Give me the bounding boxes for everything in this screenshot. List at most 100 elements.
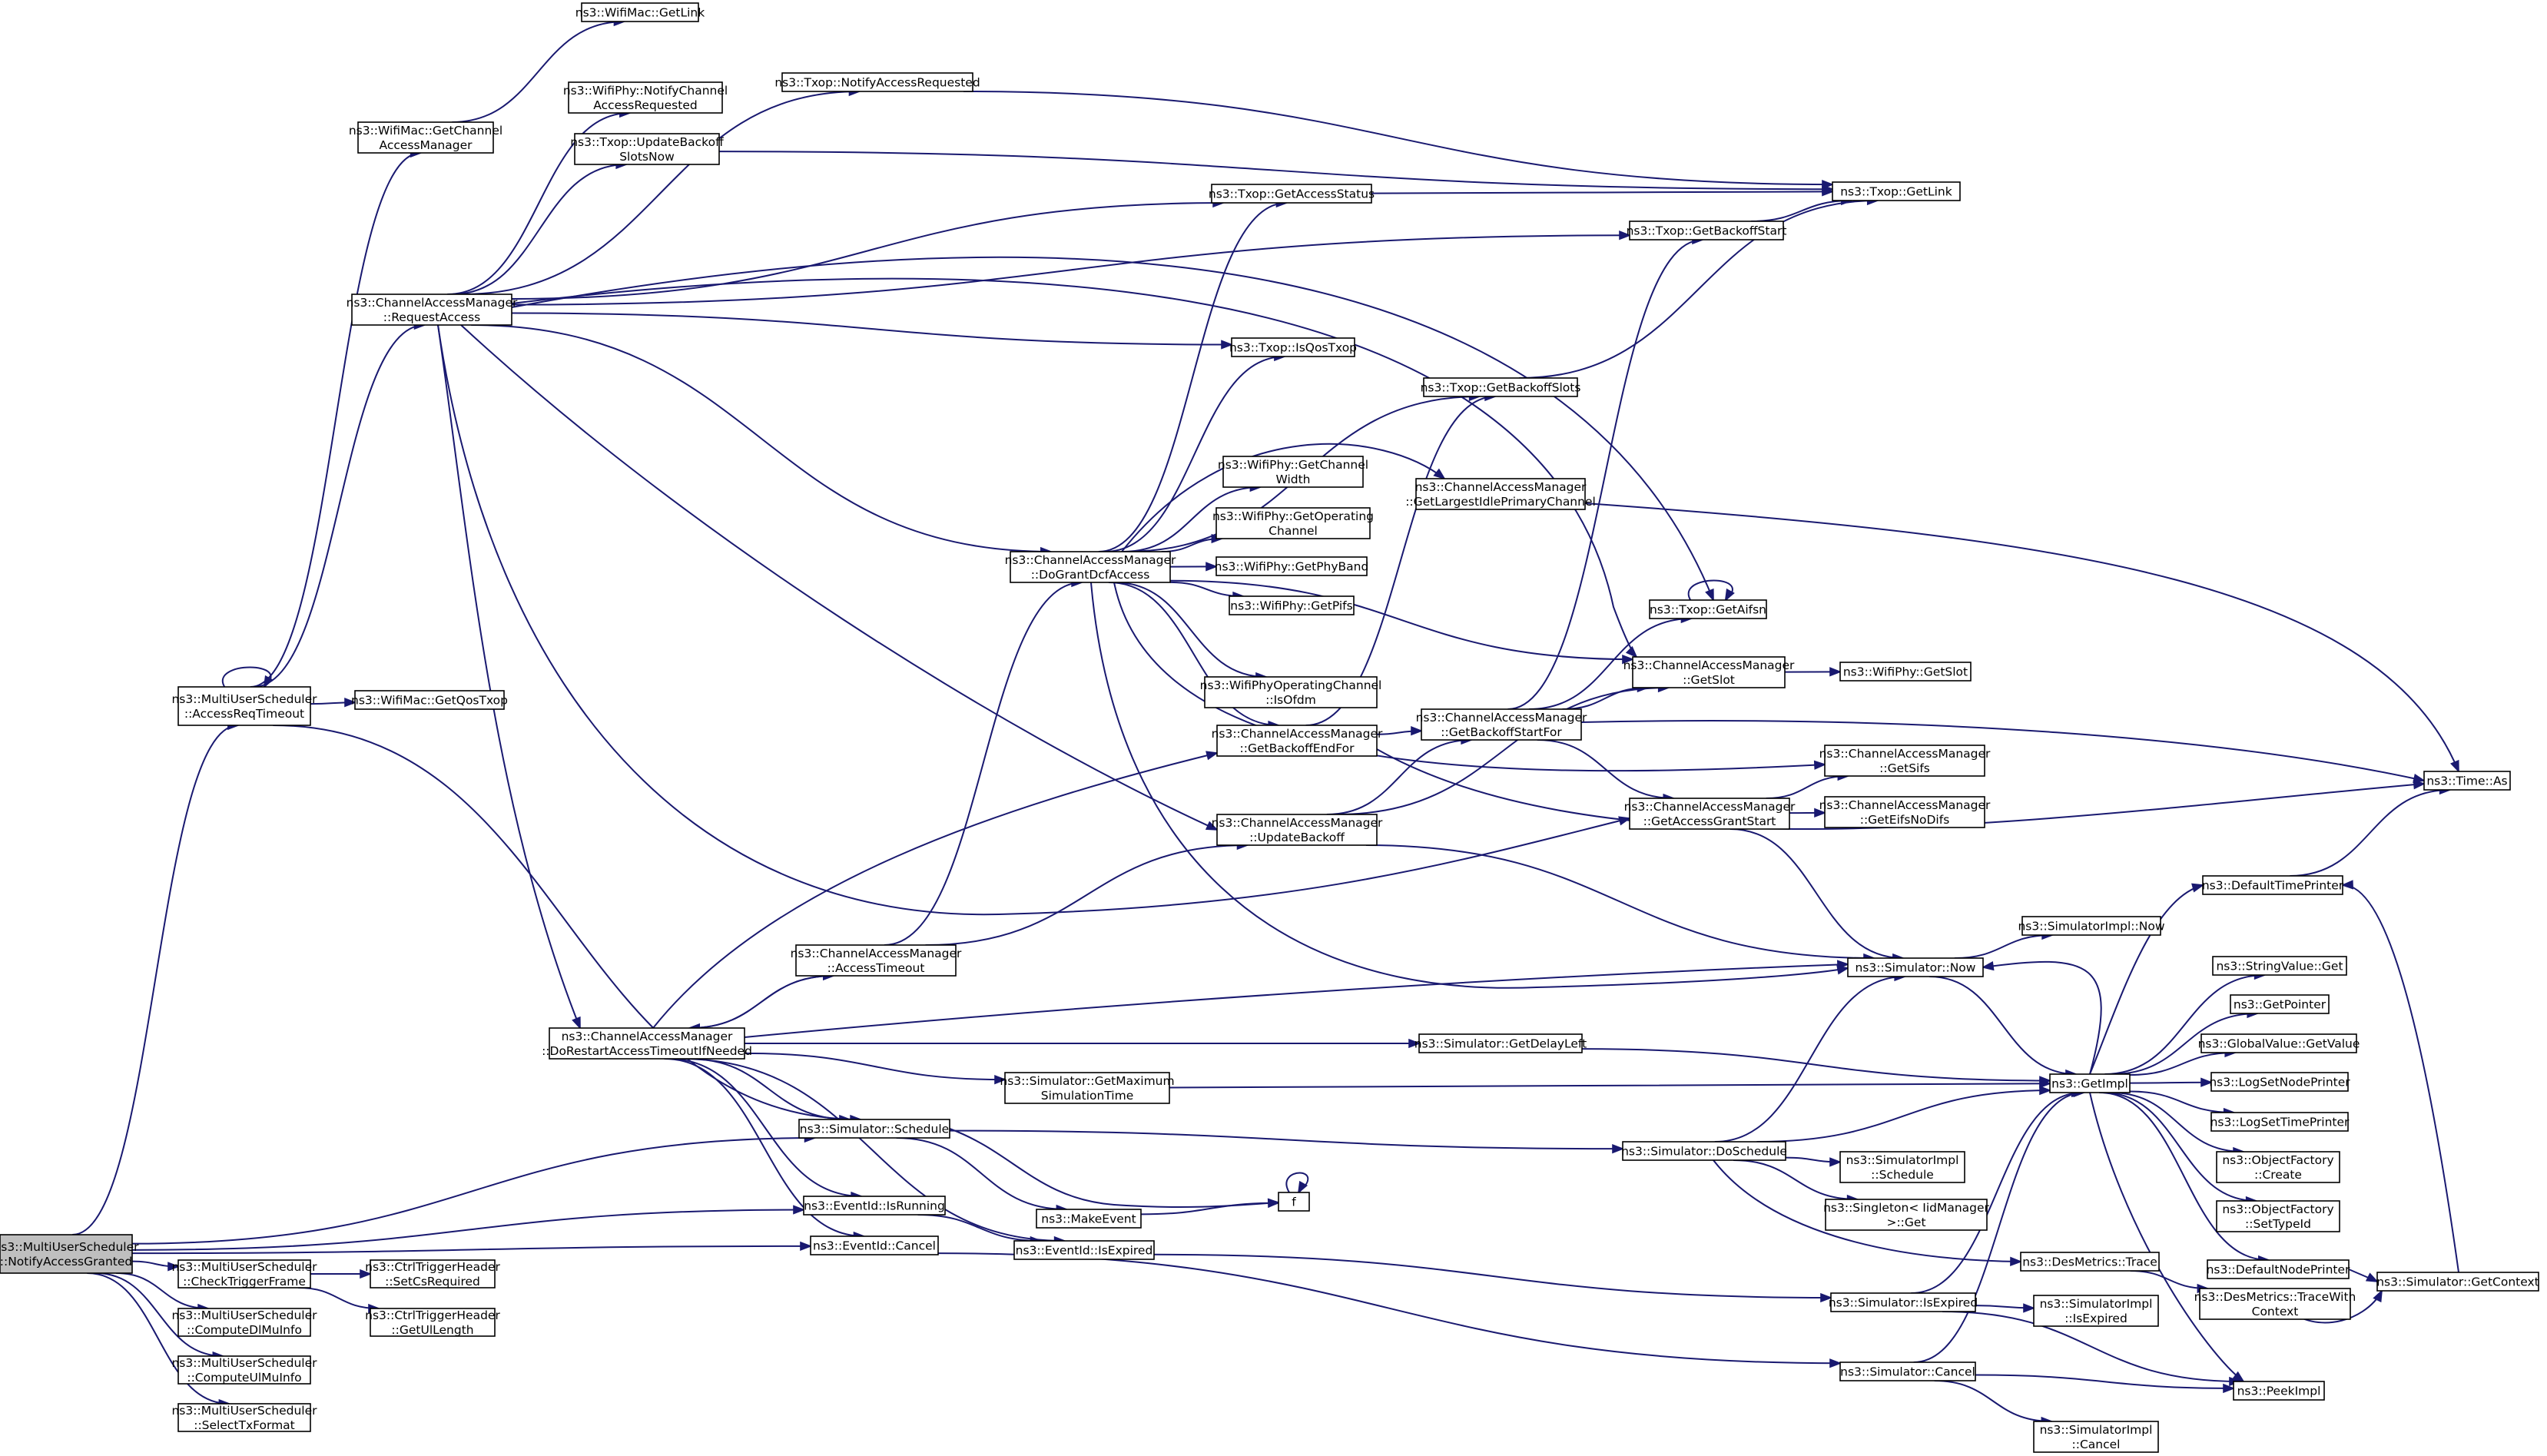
- node-getBackoffStartFor[interactable]: ns3::ChannelAccessManager::GetBackoffSta…: [1416, 708, 1587, 741]
- node-simulatorSchedule[interactable]: ns3::Simulator::Schedule: [798, 1119, 950, 1139]
- node-label-line: ns3::ObjectFactory: [2222, 1153, 2333, 1167]
- node-logSetNodePrinter[interactable]: ns3::LogSetNodePrinter: [2209, 1072, 2350, 1092]
- node-eventIdIsExpired[interactable]: ns3::EventId::IsExpired: [1013, 1240, 1155, 1260]
- node-doRestartAccessTimeoutIfNeeded[interactable]: ns3::ChannelAccessManager::DoRestartAcce…: [542, 1027, 752, 1060]
- node-desMetricsTrace[interactable]: ns3::DesMetrics::Trace: [2020, 1252, 2160, 1272]
- node-objectFactorySetTypeId[interactable]: ns3::ObjectFactory::SetTypeId: [2216, 1200, 2340, 1232]
- node-getUlLength[interactable]: ns3::CtrlTriggerHeader::GetUlLength: [365, 1308, 500, 1337]
- node-selectTxFormat[interactable]: ns3::MultiUserScheduler::SelectTxFormat: [171, 1403, 317, 1432]
- node-eventIdIsRunning[interactable]: ns3::EventId::IsRunning: [803, 1196, 946, 1216]
- node-getPhyBand[interactable]: ns3::WifiPhy::GetPhyBand: [1215, 556, 1369, 576]
- node-computeDlMuInfo[interactable]: ns3::MultiUserScheduler::ComputeDlMuInfo: [171, 1308, 317, 1337]
- node-box: [1847, 957, 1984, 977]
- node-eventIdCancel[interactable]: ns3::EventId::Cancel: [810, 1235, 939, 1255]
- node-getBackoffEndFor[interactable]: ns3::ChannelAccessManager::GetBackoffEnd…: [1212, 725, 1383, 757]
- node-getSlot[interactable]: ns3::ChannelAccessManager::GetSlot: [1623, 656, 1795, 688]
- node-label-line: ns3::MultiUserScheduler: [171, 1404, 317, 1418]
- node-simulatorImplCancel[interactable]: ns3::SimulatorImpl::Cancel: [2033, 1421, 2159, 1453]
- node-singletonGet[interactable]: ns3::Singleton< IidManager>::Get: [1823, 1199, 1990, 1231]
- node-label-line: ns3::MultiUserScheduler: [171, 1356, 317, 1370]
- node-getDelayLeft[interactable]: ns3::Simulator::GetDelayLeft: [1414, 1033, 1587, 1053]
- node-txopGetLink[interactable]: ns3::Txop::GetLink: [1832, 181, 1961, 201]
- node-getImpl[interactable]: ns3::GetImpl: [2049, 1073, 2131, 1093]
- edge-getAccessGrantStart-to-simulatorNow: [1730, 828, 1905, 963]
- node-box: [177, 1355, 311, 1385]
- node-simulatorGetContext[interactable]: ns3::Simulator::GetContext: [2376, 1272, 2539, 1292]
- node-checkTriggerFrame[interactable]: ns3::MultiUserScheduler::CheckTriggerFra…: [171, 1259, 317, 1289]
- node-label-line: Width: [1275, 473, 1310, 486]
- node-getEifsNoDifs[interactable]: ns3::ChannelAccessManager::GetEifsNoDifs: [1819, 796, 1991, 828]
- node-logSetTimePrinter[interactable]: ns3::LogSetTimePrinter: [2210, 1112, 2350, 1132]
- edge-doGrantDcfAccess-to-getPhyBand: [1169, 562, 1219, 572]
- node-timeAs[interactable]: ns3::Time::As: [2423, 771, 2511, 791]
- node-isOfdm[interactable]: ns3::WifiPhyOperatingChannel::IsOfdm: [1200, 676, 1382, 708]
- node-doSchedule[interactable]: ns3::Simulator::DoSchedule: [1621, 1141, 1787, 1161]
- node-defaultTimePrinter[interactable]: ns3::DefaultTimePrinter: [2202, 875, 2344, 895]
- node-label-line: ns3::ChannelAccessManager: [791, 947, 962, 960]
- node-notifyAccessRequested[interactable]: ns3::Txop::NotifyAccessRequested: [774, 72, 980, 92]
- node-simulatorImplSchedule[interactable]: ns3::SimulatorImpl::Schedule: [1839, 1151, 1965, 1183]
- node-box: [1216, 725, 1378, 757]
- node-getLargestIdlePrimaryChannel[interactable]: ns3::ChannelAccessManager::GetLargestIdl…: [1405, 478, 1596, 510]
- node-getAccessStatus[interactable]: ns3::Txop::GetAccessStatus: [1209, 184, 1375, 204]
- node-getSifs[interactable]: ns3::ChannelAccessManager::GetSifs: [1819, 745, 1991, 777]
- edge-doGrantDcfAccess-to-simulatorNow: [1090, 582, 1850, 989]
- node-getAccessGrantStart[interactable]: ns3::ChannelAccessManager::GetAccessGran…: [1624, 798, 1796, 830]
- node-requestAccess[interactable]: ns3::ChannelAccessManager::RequestAccess: [347, 294, 518, 326]
- node-label-line: ns3::WifiPhy::GetPhyBand: [1215, 560, 1369, 574]
- node-simulatorIsExpired[interactable]: ns3::Simulator::IsExpired: [1829, 1292, 1978, 1312]
- node-notifyChannelAccessRequested[interactable]: ns3::WifiPhy::NotifyChannelAccessRequest…: [563, 81, 728, 114]
- node-box: [2033, 1295, 2159, 1327]
- node-root[interactable]: ns3::MultiUserScheduler::NotifyAccessGra…: [0, 1234, 139, 1274]
- node-defaultNodePrinter[interactable]: ns3::DefaultNodePrinter: [2207, 1259, 2350, 1279]
- node-box: [2230, 994, 2330, 1014]
- node-getPifs[interactable]: ns3::WifiPhy::GetPifs: [1229, 595, 1355, 615]
- node-getQosTxop[interactable]: ns3::WifiMac::GetQosTxop: [351, 690, 508, 710]
- node-simulatorCancel[interactable]: ns3::Simulator::Cancel: [1839, 1361, 1976, 1381]
- edge-requestAccess-to-updateBackoffSlotsNow: [452, 159, 628, 295]
- node-label-line: ns3::ChannelAccessManager: [1819, 798, 1991, 812]
- edge-getBackoffStartFor-to-timeAs: [1580, 720, 2426, 784]
- node-label-line: ns3::CtrlTriggerHeader: [365, 1308, 500, 1322]
- node-label-line: ns3::EventId::IsRunning: [804, 1199, 945, 1213]
- node-f[interactable]: f: [1278, 1192, 1310, 1212]
- node-label-line: ::SetCsRequired: [385, 1275, 480, 1289]
- node-accessReqTimeout[interactable]: ns3::MultiUserScheduler::AccessReqTimeou…: [171, 686, 317, 726]
- node-label-line: ns3::SimulatorImpl: [2040, 1297, 2153, 1311]
- node-box: [2021, 916, 2161, 936]
- node-box: [2200, 1033, 2357, 1053]
- node-getBackoffSlots[interactable]: ns3::Txop::GetBackoffSlots: [1421, 377, 1581, 397]
- node-stringValueGet[interactable]: ns3::StringValue::Get: [2212, 956, 2347, 976]
- node-getAifsn[interactable]: ns3::Txop::GetAifsn: [1649, 599, 1767, 619]
- node-isQosTxop[interactable]: ns3::Txop::IsQosTxop: [1229, 337, 1357, 357]
- node-setCsRequired[interactable]: ns3::CtrlTriggerHeader::SetCsRequired: [365, 1259, 500, 1289]
- node-makeEvent[interactable]: ns3::MakeEvent: [1036, 1209, 1142, 1229]
- node-box: [2212, 956, 2347, 976]
- node-box: [1825, 1199, 1988, 1231]
- node-getPointer[interactable]: ns3::GetPointer: [2230, 994, 2330, 1014]
- node-doGrantDcfAccess[interactable]: ns3::ChannelAccessManager::DoGrantDcfAcc…: [1005, 551, 1176, 583]
- node-peekImpl[interactable]: ns3::PeekImpl: [2233, 1381, 2325, 1401]
- node-wifiMacGetLink[interactable]: ns3::WifiMac::GetLink: [575, 2, 705, 22]
- node-accessTimeout[interactable]: ns3::ChannelAccessManager::AccessTimeout: [791, 944, 962, 977]
- node-label-line: ::GetSifs: [1879, 761, 1930, 775]
- node-wifiPhyGetSlot[interactable]: ns3::WifiPhy::GetSlot: [1839, 662, 1972, 682]
- edge-doSchedule-to-getImpl: [1756, 1085, 2052, 1143]
- node-simulatorImplIsExpired[interactable]: ns3::SimulatorImpl::IsExpired: [2033, 1295, 2159, 1327]
- node-objectFactoryCreate[interactable]: ns3::ObjectFactory::Create: [2216, 1151, 2340, 1183]
- node-label-line: ns3::LogSetTimePrinter: [2210, 1116, 2350, 1129]
- node-simulatorImplNow[interactable]: ns3::SimulatorImpl::Now: [2018, 916, 2165, 936]
- node-globalValueGetValue[interactable]: ns3::GlobalValue::GetValue: [2198, 1033, 2360, 1053]
- node-label-line: ns3::CtrlTriggerHeader: [365, 1260, 500, 1274]
- node-updateBackoff[interactable]: ns3::ChannelAccessManager::UpdateBackoff: [1212, 814, 1383, 846]
- node-box: [1629, 798, 1790, 830]
- node-computeUlMuInfo[interactable]: ns3::MultiUserScheduler::ComputeUlMuInfo: [171, 1355, 317, 1385]
- node-getBackoffStart[interactable]: ns3::Txop::GetBackoffStart: [1627, 221, 1787, 240]
- node-simulatorNow[interactable]: ns3::Simulator::Now: [1847, 957, 1984, 977]
